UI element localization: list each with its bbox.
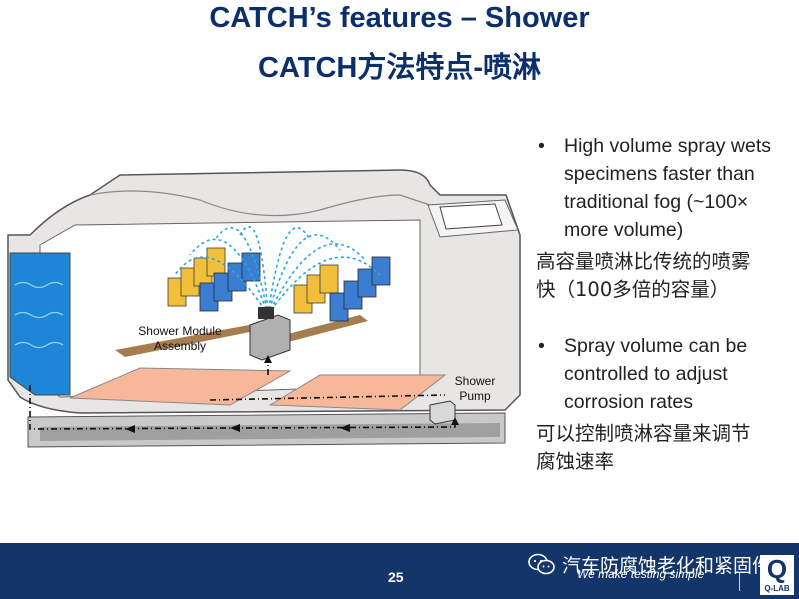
- bullet-spray-control: • Spray volume can be controlled to adju…: [536, 332, 798, 416]
- bullet-line: Spray volume can be: [564, 335, 748, 357]
- bullet-line: more volume): [564, 219, 684, 241]
- bullet-line: High volume spray wets: [564, 135, 771, 157]
- bullet-spray-volume: • High volume spray wets specimens faste…: [536, 132, 798, 244]
- footer-divider: [739, 573, 740, 591]
- cn-line: 快（100多倍的容量）: [536, 278, 730, 301]
- chamber-illustration: Shower Module Assembly Shower Pump: [7, 169, 521, 448]
- bullet-line: traditional fog (~100×: [564, 191, 749, 213]
- brand-watermark: 汽车防腐蚀老化和紧固件: [562, 555, 772, 577]
- label-shower-pump-line2: Pump: [459, 389, 491, 403]
- bullet-line: corrosion rates: [564, 391, 693, 413]
- page-number: 25: [388, 569, 404, 585]
- logo-letter: Q: [766, 554, 788, 584]
- cn-line: 可以控制喷淋容量来调节: [536, 422, 751, 445]
- cn-line: 腐蚀速率: [536, 450, 615, 473]
- label-shower-module: Shower Module: [138, 324, 222, 338]
- tagline: We make testing simple: [577, 567, 705, 581]
- bullet-marker: •: [538, 135, 545, 157]
- bullet-line: controlled to adjust: [564, 363, 728, 385]
- page-title: CATCH’s features – Shower: [209, 2, 590, 34]
- label-shower-module-line2: Assembly: [154, 339, 206, 353]
- logo-text: Q-LAB: [764, 584, 790, 593]
- feature-list: • High volume spray wets specimens faste…: [536, 132, 798, 476]
- bullet-cn-text: 高容量喷淋比传统的喷雾 快（100多倍的容量）: [536, 248, 798, 304]
- bullet-marker: •: [538, 335, 545, 357]
- bullet-line: specimens faster than: [564, 163, 755, 185]
- page-subtitle: CATCH方法特点-喷淋: [258, 52, 541, 84]
- cn-line: 高容量喷淋比传统的喷雾: [536, 250, 751, 273]
- wechat-icon: [528, 553, 555, 575]
- bullet-cn-text: 可以控制喷淋容量来调节 腐蚀速率: [536, 420, 798, 476]
- qlab-logo: Q Q-LAB: [760, 555, 794, 595]
- label-shower-pump: Shower: [455, 374, 496, 388]
- footer-bar: 25 汽车防腐蚀老化和紧固件 We make testing simple Q …: [0, 543, 799, 599]
